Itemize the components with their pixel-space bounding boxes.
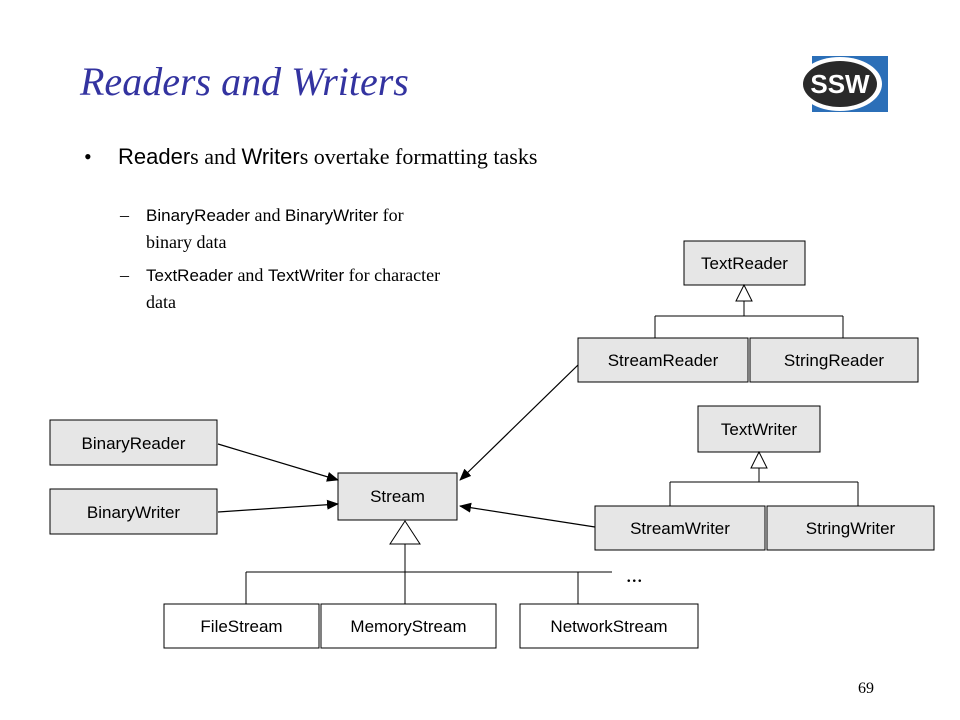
node-label: StringWriter bbox=[806, 519, 896, 538]
subbullet-part: BinaryWriter bbox=[284, 206, 379, 225]
node-label: StreamReader bbox=[608, 351, 719, 370]
more-subclasses-ellipsis: ... bbox=[626, 562, 643, 587]
subbullet-line: TextReader and TextWriter for character bbox=[146, 262, 576, 289]
subbullet-marker: – bbox=[120, 205, 129, 225]
bullet-marker: • bbox=[84, 144, 92, 169]
node-label: Stream bbox=[370, 487, 425, 506]
subbullet-part: for character bbox=[344, 265, 441, 285]
bullet-part: s overtake formatting tasks bbox=[299, 144, 538, 169]
subbullet-line: BinaryReader and BinaryWriter for bbox=[146, 202, 576, 229]
node-textreader: TextReader bbox=[683, 240, 806, 286]
slide-title: Readers and Writers bbox=[80, 59, 409, 104]
inherit-triangle-textwriter bbox=[750, 450, 768, 469]
node-binaryreader: BinaryReader bbox=[49, 419, 218, 466]
inherit-triangle-stream bbox=[389, 520, 421, 545]
node-label: TextWriter bbox=[721, 420, 798, 439]
bullet-part: s and bbox=[190, 144, 242, 169]
uses-arrow-streamwriter bbox=[459, 502, 596, 528]
node-label: MemoryStream bbox=[350, 617, 466, 636]
bullet-part: Writer bbox=[241, 144, 300, 169]
page-number: 69 bbox=[858, 680, 874, 697]
node-label: StreamWriter bbox=[630, 519, 730, 538]
node-memorystream: MemoryStream bbox=[320, 603, 497, 649]
subbullet-part: TextReader bbox=[146, 266, 233, 285]
uses-arrow-binaryreader bbox=[217, 443, 339, 482]
uses-arrow-streamreader bbox=[459, 364, 579, 481]
subbullet-line: data bbox=[146, 292, 176, 312]
ssw-logo: SSW bbox=[798, 56, 888, 112]
subbullet-marker: – bbox=[120, 265, 129, 285]
node-label: FileStream bbox=[200, 617, 282, 636]
node-streamreader: StreamReader bbox=[577, 337, 749, 383]
node-textwriter: TextWriter bbox=[697, 405, 821, 453]
bullet-part: Reader bbox=[118, 144, 191, 169]
logo-text: SSW bbox=[810, 69, 870, 99]
subbullet-text: BinaryReader and BinaryWriter for binary… bbox=[146, 202, 576, 255]
node-binarywriter: BinaryWriter bbox=[49, 488, 218, 535]
subbullet-part: and bbox=[249, 205, 285, 225]
node-stringwriter: StringWriter bbox=[766, 505, 935, 551]
node-filestream: FileStream bbox=[163, 603, 320, 649]
subbullet-line: binary data bbox=[146, 232, 227, 252]
uses-arrow-binarywriter bbox=[217, 499, 339, 513]
node-stream: Stream bbox=[337, 472, 458, 521]
bullet-text: Readers and Writers overtake formatting … bbox=[118, 144, 537, 170]
subbullet-part: and bbox=[232, 265, 268, 285]
subbullet-part: for bbox=[378, 205, 404, 225]
node-networkstream: NetworkStream bbox=[519, 603, 699, 649]
node-label: BinaryReader bbox=[82, 434, 186, 453]
node-streamwriter: StreamWriter bbox=[594, 505, 766, 551]
subbullet-text: TextReader and TextWriter for character … bbox=[146, 262, 576, 315]
inherit-triangle-textreader bbox=[735, 283, 753, 302]
node-label: NetworkStream bbox=[550, 617, 667, 636]
node-stringreader: StringReader bbox=[749, 337, 919, 383]
node-label: BinaryWriter bbox=[87, 503, 181, 522]
subbullet-part: BinaryReader bbox=[146, 206, 250, 225]
subbullet-part: TextWriter bbox=[267, 266, 345, 285]
node-label: TextReader bbox=[701, 254, 788, 273]
node-label: StringReader bbox=[784, 351, 885, 370]
